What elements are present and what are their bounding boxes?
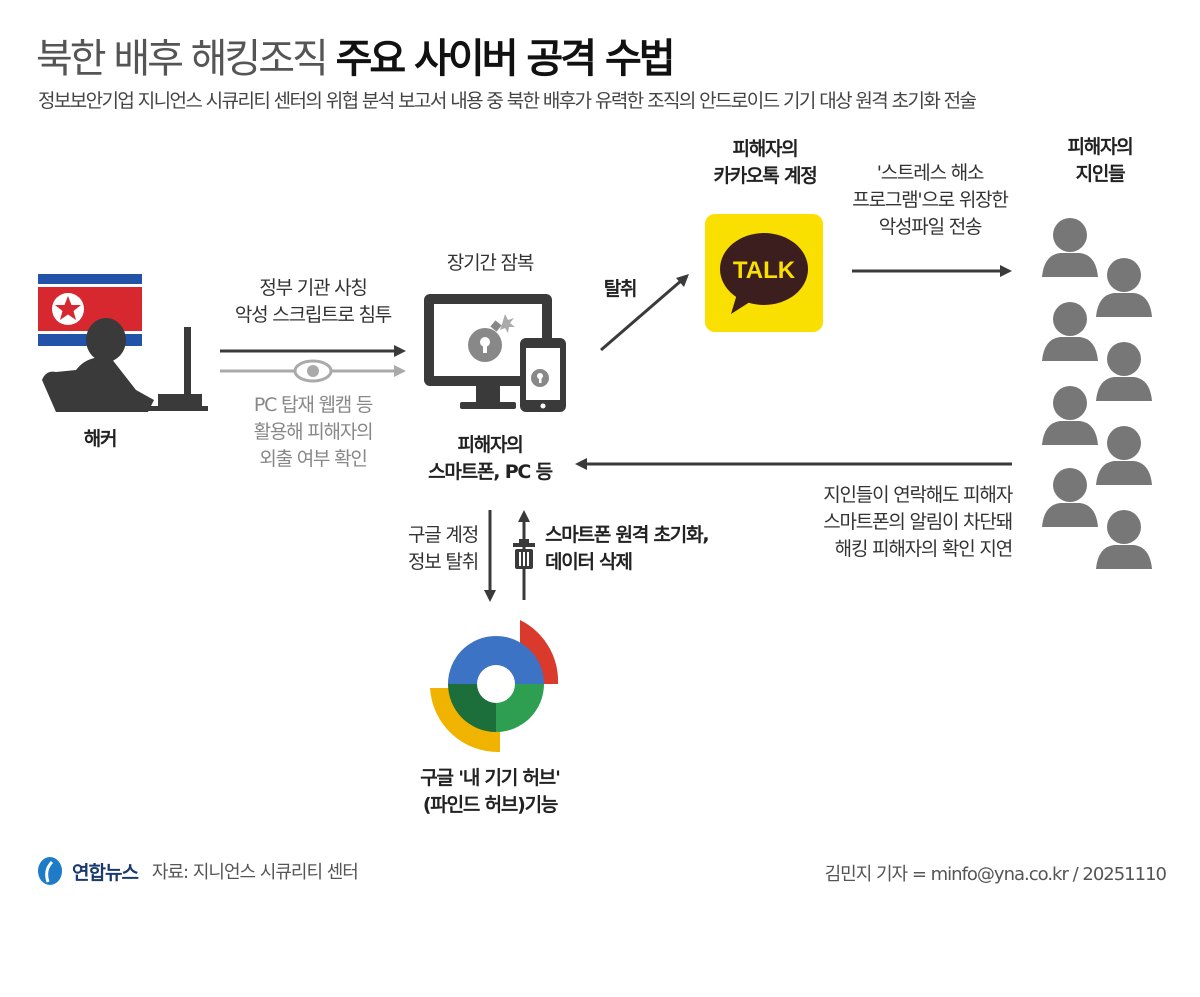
device-top-label: 장기간 잠복 <box>446 252 534 274</box>
findhub-label: 구글 '내 기기 허브' (파인드 허브)기능 <box>380 765 600 819</box>
bomb-lock-icon <box>468 314 515 362</box>
arrows-hacker-to-device <box>220 345 406 383</box>
malware-arrow <box>852 265 1012 277</box>
kakao-label: 피해자의 카카오톡 계정 <box>690 136 840 190</box>
title-light: 북한 배후 해킹조직 <box>36 36 329 82</box>
google-steal-text: 구글 계정 정보 탈취 <box>360 522 479 576</box>
kakao-line2: 카카오톡 계정 <box>713 165 817 187</box>
webcam-line3: 외출 여부 확인 <box>259 448 368 470</box>
malware-line3: 악성파일 전송 <box>878 216 983 238</box>
webcam-text: PC 탑재 웹캠 등 활용해 피해자의 외출 여부 확인 <box>213 392 413 473</box>
findhub-line2: (파인드 허브)기능 <box>422 794 559 816</box>
device-line2: 스마트폰, PC 등 <box>428 461 553 483</box>
delay-line3: 해킹 피해자의 확인 지연 <box>834 538 1014 560</box>
eye-icon <box>293 359 333 383</box>
infiltration-line2: 악성 스크립트로 침투 <box>234 304 392 326</box>
device-line1: 피해자의 <box>457 434 523 456</box>
hacker-illustration <box>38 274 208 412</box>
kakaotalk-logo-icon: TALK <box>705 214 823 332</box>
google-find-hub-logo-icon <box>430 620 559 753</box>
yonhap-logo-icon <box>38 857 62 885</box>
hacker-silhouette-icon <box>42 318 208 412</box>
footer-left: 연합뉴스 자료: 지니언스 시큐리티 센터 <box>36 856 359 886</box>
delay-line1: 지인들이 연락해도 피해자 <box>823 484 1013 506</box>
trash-icon <box>513 539 535 569</box>
acquaintances-line1: 피해자의 <box>1067 136 1133 158</box>
page-title: 북한 배후 해킹조직 주요 사이버 공격 수법 <box>36 26 676 84</box>
acquaintances-line2: 지인들 <box>1075 163 1126 185</box>
subtitle: 정보보안기업 지니언스 시큐리티 센터의 위협 분석 보고서 내용 중 북한 배… <box>38 90 977 112</box>
google-steal-line1: 구글 계정 <box>408 524 479 546</box>
people-group-icon <box>1042 218 1152 569</box>
notification-block-arrow <box>575 458 1012 470</box>
north-korea-flag-icon <box>38 274 142 346</box>
wipe-text: 스마트폰 원격 초기화, 데이터 삭제 <box>545 522 765 576</box>
wipe-line2: 데이터 삭제 <box>545 551 633 573</box>
delay-line2: 스마트폰의 알림이 차단돼 <box>823 511 1013 533</box>
malware-line1: '스트레스 해소 <box>876 162 985 184</box>
kakao-line1: 피해자의 <box>732 138 798 160</box>
steal-label: 탈취 <box>603 278 638 300</box>
title-bold: 주요 사이버 공격 수법 <box>335 36 676 82</box>
delay-text: 지인들이 연락해도 피해자 스마트폰의 알림이 차단돼 해킹 피해자의 확인 지… <box>740 482 1014 563</box>
smartphone-icon <box>520 338 566 412</box>
malware-line2: 프로그램'으로 위장한 <box>852 189 1009 211</box>
source-text: 자료: 지니언스 시큐리티 센터 <box>151 862 359 883</box>
kakao-logo-text: TALK <box>733 257 796 284</box>
webcam-line2: 활용해 피해자의 <box>253 421 374 443</box>
credit-text: 김민지 기자 = minfo@yna.co.kr / 20251110 <box>824 864 1167 885</box>
steal-arrow <box>600 274 689 352</box>
vertical-arrows <box>484 510 535 602</box>
acquaintances-label: 피해자의 지인들 <box>1040 134 1160 188</box>
wipe-line1: 스마트폰 원격 초기화, <box>545 524 710 546</box>
findhub-line1: 구글 '내 기기 허브' <box>420 767 561 789</box>
hacker-label: 해커 <box>83 428 118 450</box>
infiltration-line1: 정부 기관 사칭 <box>259 277 368 299</box>
malware-text: '스트레스 해소 프로그램'으로 위장한 악성파일 전송 <box>830 160 1030 241</box>
device-illustration <box>424 294 566 412</box>
webcam-line1: PC 탑재 웹캠 등 <box>253 394 373 416</box>
google-steal-line2: 정보 탈취 <box>408 551 479 573</box>
device-label: 피해자의 스마트폰, PC 등 <box>410 432 570 486</box>
brand-name: 연합뉴스 <box>72 861 139 884</box>
infiltration-text: 정부 기관 사칭 악성 스크립트로 침투 <box>213 275 413 329</box>
